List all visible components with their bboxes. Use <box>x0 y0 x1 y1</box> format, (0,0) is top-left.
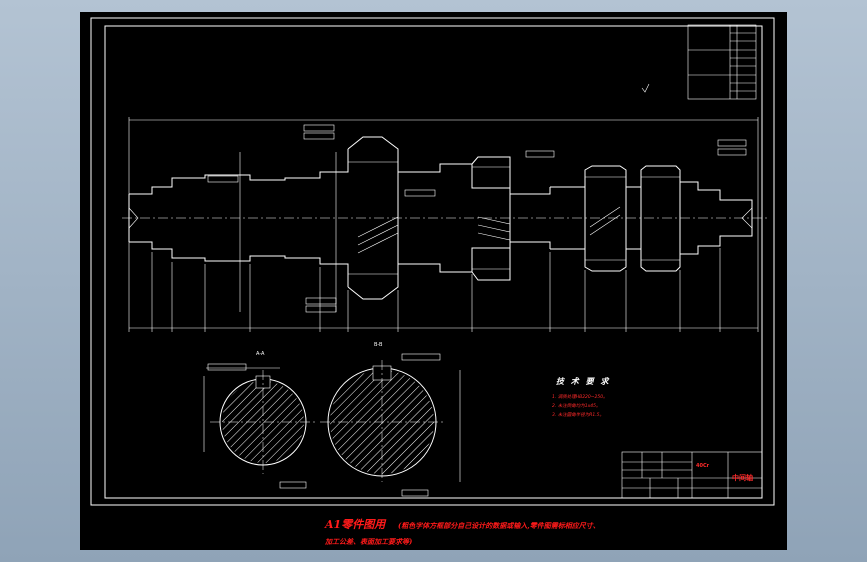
tech-requirement-3: 3. 未注圆角半径为R1.5。 <box>552 412 604 418</box>
tolerance-frames <box>303 124 747 313</box>
title-block <box>621 451 763 499</box>
drawing-sheet: A-A B-B 技 术 要 求 1. 调质处理HB220~250。 2. 未注倒… <box>80 12 787 550</box>
bottom-note-title: A1零件图用 <box>324 518 387 531</box>
shaft-main-view <box>122 136 768 300</box>
tech-requirement-2: 2. 未注倒角均为1x45。 <box>552 403 600 409</box>
material-label: 40Cr <box>696 463 710 469</box>
part-name: 中间轴 <box>732 473 753 482</box>
bottom-note-line2: 加工公差、表面加工要求等) <box>324 537 412 546</box>
revision-table <box>687 24 757 100</box>
tech-requirements-title: 技 术 要 求 <box>556 376 610 386</box>
section-a-a <box>203 363 316 489</box>
outer-frame <box>90 17 775 506</box>
shaft-drawing: A-A B-B 技 术 要 求 1. 调质处理HB220~250。 2. 未注倒… <box>90 17 775 546</box>
bottom-note-body: (粗色字体方框部分自己设计的数据或输入,零件图需标相应尺寸、 <box>398 521 600 530</box>
dimension-lines <box>129 152 758 332</box>
section-a-label: A-A <box>256 351 265 357</box>
tech-requirement-1: 1. 调质处理HB220~250。 <box>552 394 608 400</box>
inner-frame <box>104 25 763 499</box>
roughness-symbol <box>641 83 650 93</box>
section-b-b <box>320 353 461 497</box>
section-b-label: B-B <box>374 342 383 348</box>
